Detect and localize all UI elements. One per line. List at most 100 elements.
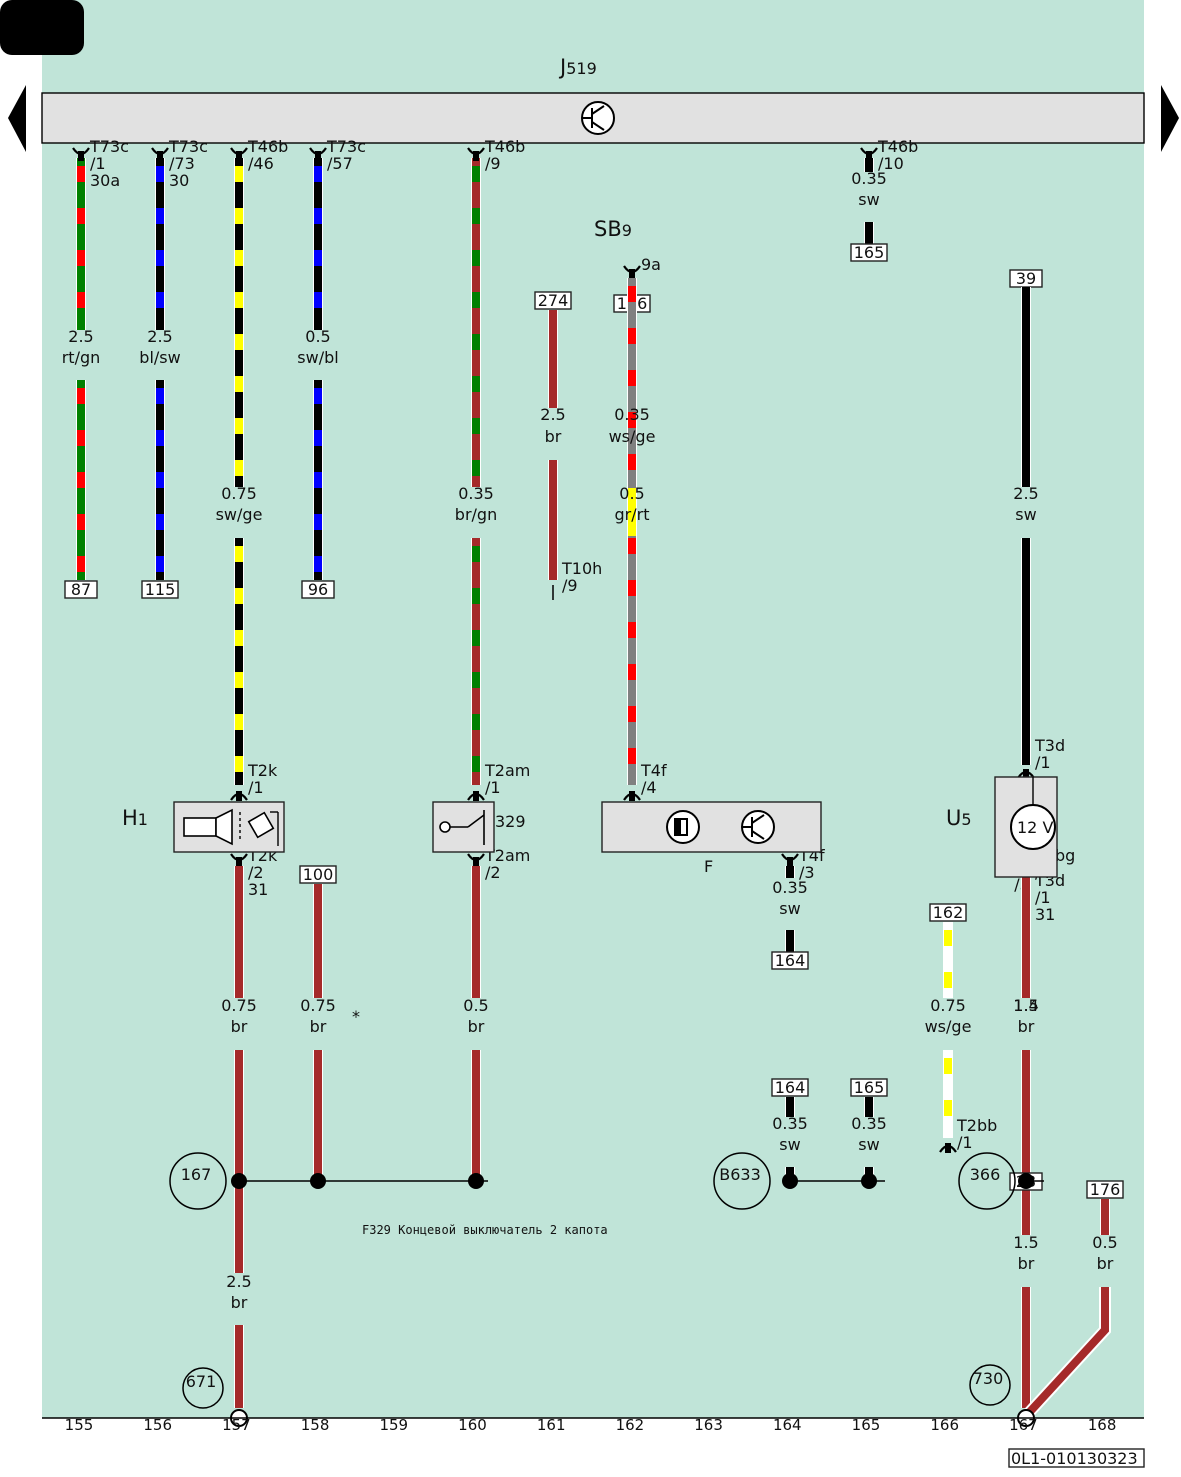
wire-161 [549,310,557,408]
wire-160 [472,158,480,487]
switch-pins-b-1: /2 [485,863,501,882]
column-number: 168 [1088,1416,1117,1434]
wire-166-stripe [944,930,952,946]
control-unit-label: J519 [558,55,597,79]
diagram-background [42,0,1144,1418]
wire-162-stripe [628,328,636,344]
wire-157-code: sw/ge [216,505,263,524]
f-pins-1: /3 [799,863,815,882]
wire-162-stripe [628,622,636,638]
column-number: 161 [537,1416,566,1434]
lw0-gauge: 0.75 [221,996,257,1015]
wire-167b [1022,538,1030,765]
wire-160b [472,538,480,785]
lw2-code: br [468,1017,485,1036]
lw0-code: br [231,1017,248,1036]
connector-stub [473,857,479,867]
wire-160-stripe [472,334,480,350]
wire-168 [1101,1199,1109,1235]
wire-157-stripe [235,292,243,308]
wire-160-conn-1: /9 [485,154,501,173]
wire-155b-stripe [77,472,85,488]
connector-stub [473,151,479,161]
wire-158-ref-box [301,580,335,599]
wire-158-stripe [314,292,322,308]
wire-157b-stripe [235,630,243,646]
wire-155-ref-box [64,580,98,599]
wire-166-b [944,1050,952,1138]
wire-167-low-b [1022,1050,1030,1235]
wire-156-stripe [156,292,164,308]
wire-165-gauge: 0.35 [851,169,887,188]
wire-160b-stripe [472,714,480,730]
page-tab[interactable] [0,0,84,55]
lw6-code: ws/ge [925,1017,972,1036]
wire-160-low [472,866,480,998]
wire-165b [865,222,873,244]
wire-155-code: rt/gn [62,348,101,367]
connector-pin-icon [467,147,485,161]
wire-167-low-c [1022,1287,1030,1408]
ground-366: 366 [970,1165,1001,1184]
column-number: 156 [143,1416,172,1434]
ground-730-ring [969,1364,1011,1406]
lw1-gauge: 0.75 [300,996,336,1015]
prev-page-arrow-icon[interactable] [8,85,26,152]
wire-157-stripe [235,460,243,476]
wire-160-stripe [472,250,480,266]
connector-pin-icon [467,853,485,867]
wire-160-stripe [472,166,480,182]
wire-161-ref: 274 [538,291,569,310]
lw5-ref-box [850,1078,888,1097]
wire-157b-stripe [235,588,243,604]
wire-156-stripe [156,208,164,224]
lw4-ref: 164 [775,1078,806,1097]
wire-162-stripe [628,370,636,386]
wire-161-conn-b-0: T10h [561,559,602,578]
wire-157-low-c [235,1325,243,1408]
fuse-label: SB9 [594,217,632,241]
wire-158-conn-0: T73c [326,137,366,156]
hood-switch-component [432,801,495,853]
wire-157b [235,538,243,785]
wire-160-stripe [472,292,480,308]
wire-162-conn-b-1: /4 [641,778,657,797]
ground-366-ring [958,1152,1016,1210]
horn-pins-b-1: /2 [248,863,264,882]
column-number: 167 [1009,1416,1038,1434]
wire-156-conn-0: T73c [168,137,208,156]
connector-stub [315,151,321,161]
f-block-label: F [704,857,713,876]
wire-155-ref: 87 [71,580,91,599]
column-number: 160 [458,1416,487,1434]
wire-157b-stripe [235,756,243,772]
ground-b633: B633 [719,1165,761,1184]
u5-component [994,776,1058,878]
u5-pins-b-1: /1 [1035,888,1051,907]
wire-157b-stripe [235,672,243,688]
lw3-ref-box [771,951,809,970]
f-block-component [601,801,822,853]
wire-162-stripe [628,286,636,302]
lw8-code: br [231,1293,248,1312]
wire-156-code: bl/sw [139,348,180,367]
lw3-ref: 164 [775,951,806,970]
wire-157-gauge: 0.75 [221,484,257,503]
wire-160b-stripe [472,546,480,562]
connector-pin-icon [939,1143,957,1153]
wire-157-stripe [235,418,243,434]
wire-167-low [1022,866,1030,998]
column-number: 159 [379,1416,408,1434]
lw4-ref-box [771,1078,809,1097]
doc-id: 0L1-010130323 [1011,1449,1138,1468]
lw5-code: sw [858,1135,879,1154]
lw10-gauge: 0.5 [1092,1233,1117,1252]
wire-162-gauge: 0.35 [614,405,650,424]
wire-158b-stripe [314,472,322,488]
wire-160-stripe [472,208,480,224]
next-page-arrow-icon[interactable] [1161,85,1179,152]
wire-156-conn-2: 30 [169,171,189,190]
wire-165-ref: 165 [854,243,885,262]
